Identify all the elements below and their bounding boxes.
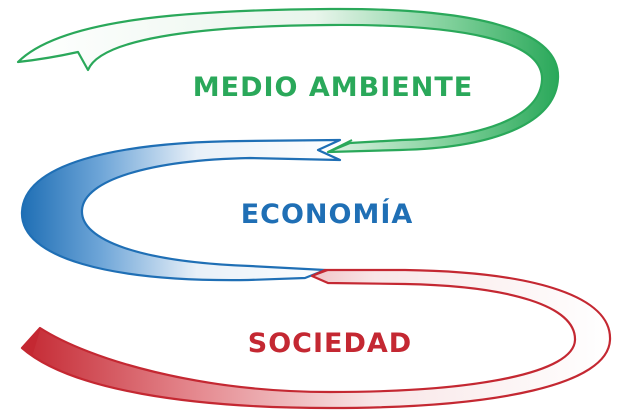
band-sociedad <box>20 268 612 410</box>
band-medio-ambiente <box>16 7 560 154</box>
label-sociedad: SOCIEDAD <box>247 328 413 359</box>
label-economia: ECONOMÍA <box>240 199 414 230</box>
band-economia-shape <box>20 138 342 282</box>
label-medio-ambiente: MEDIO AMBIENTE <box>192 72 474 103</box>
band-economia <box>20 138 342 282</box>
band-medio-ambiente-shape <box>16 7 560 154</box>
band-sociedad-tail <box>20 327 41 356</box>
